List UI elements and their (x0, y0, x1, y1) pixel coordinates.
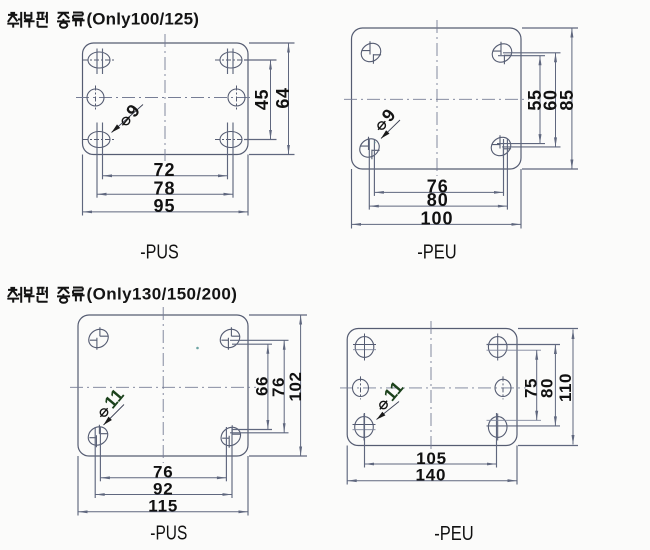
svg-text:76: 76 (427, 176, 449, 196)
svg-text:-PUS: -PUS (150, 523, 187, 545)
svg-text:80: 80 (427, 190, 449, 210)
svg-text:76: 76 (153, 463, 174, 482)
svg-text:105: 105 (416, 449, 447, 468)
svg-text:-PUS: -PUS (140, 242, 179, 264)
svg-text:80: 80 (538, 378, 557, 398)
svg-text:102: 102 (286, 372, 305, 402)
svg-text:(Only100/125): (Only100/125) (87, 9, 200, 28)
svg-text:85: 85 (557, 89, 577, 110)
svg-text:75: 75 (521, 378, 540, 398)
svg-text:-PEU: -PEU (434, 523, 474, 545)
svg-text:64: 64 (273, 87, 293, 108)
svg-text:140: 140 (416, 466, 447, 485)
svg-text:66: 66 (253, 376, 272, 396)
svg-text:76: 76 (269, 377, 288, 397)
svg-text:100: 100 (420, 208, 453, 228)
svg-text:95: 95 (153, 196, 175, 216)
svg-text:92: 92 (153, 479, 174, 498)
svg-text:55: 55 (525, 89, 545, 110)
svg-text:45: 45 (252, 89, 272, 110)
svg-text:78: 78 (153, 178, 175, 198)
svg-text:110: 110 (556, 373, 575, 402)
svg-text:(Only130/150/200): (Only130/150/200) (87, 284, 238, 303)
svg-text:115: 115 (148, 497, 178, 516)
svg-text:60: 60 (541, 89, 561, 110)
svg-text:72: 72 (153, 160, 175, 180)
svg-text:-PEU: -PEU (417, 242, 457, 264)
